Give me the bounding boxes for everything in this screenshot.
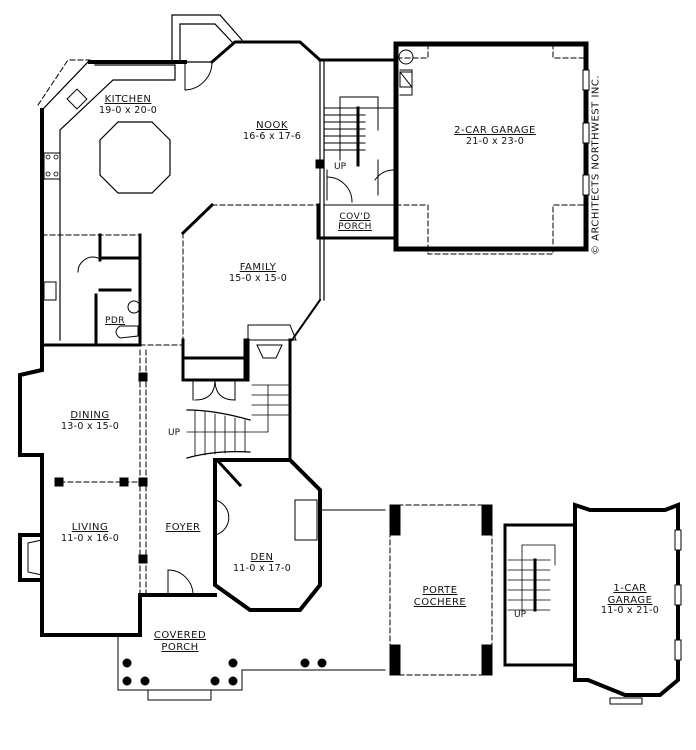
room-name-line2: COCHERE: [413, 596, 467, 608]
room-name: PORTE: [422, 585, 458, 596]
room-dimensions: 11-0 x 16-0: [60, 532, 120, 544]
room-dimensions: 19-0 x 20-0: [98, 104, 158, 116]
room-dimensions: 16-6 x 17-6: [242, 130, 302, 142]
room-name: LIVING: [71, 522, 109, 533]
room-dimensions: 11-0 x 21-0: [600, 605, 660, 616]
room-living: LIVING 11-0 x 16-0: [50, 522, 130, 544]
room-name-line2: PORCH: [161, 641, 199, 653]
room-covd-porch: COV'D PORCH: [330, 212, 380, 233]
room-den: DEN 11-0 x 17-0: [232, 552, 292, 574]
room-foyer: FOYER: [158, 522, 208, 534]
room-name: COVERED: [153, 630, 207, 641]
room-name: 2-CAR GARAGE: [454, 125, 536, 136]
room-1-car-garage: 1-CAR GARAGE 11-0 x 21-0: [590, 583, 670, 617]
stair-up-label: UP: [334, 162, 347, 172]
room-nook: NOOK 16-6 x 17-6: [232, 120, 312, 142]
room-name: COV'D: [339, 212, 371, 222]
room-name: PDR: [104, 316, 126, 326]
room-kitchen: KITCHEN 19-0 x 20-0: [88, 94, 168, 116]
room-name-line2: PORCH: [338, 222, 372, 233]
room-family: FAMILY 15-0 x 15-0: [218, 262, 298, 284]
stair-up-label: UP: [514, 610, 527, 620]
room-name-line2: GARAGE: [607, 594, 653, 606]
room-name: FOYER: [165, 522, 201, 533]
room-dimensions: 21-0 x 23-0: [465, 135, 525, 147]
room-covered-porch: COVERED PORCH: [145, 630, 215, 653]
stair-up-label: UP: [168, 428, 181, 438]
room-name: DEN: [250, 552, 274, 563]
room-dimensions: 11-0 x 17-0: [232, 562, 292, 574]
room-name: FAMILY: [239, 262, 277, 273]
room-dimensions: 15-0 x 15-0: [228, 272, 288, 284]
room-pdr: PDR: [100, 316, 130, 326]
room-porte-cochere: PORTE COCHERE: [405, 585, 475, 608]
copyright-text: © ARCHITECTS NORTHWEST INC.: [590, 74, 602, 256]
copyright-notice: © ARCHITECTS NORTHWEST INC.: [586, 70, 606, 260]
room-name: NOOK: [256, 120, 288, 131]
room-2-car-garage: 2-CAR GARAGE 21-0 x 23-0: [440, 125, 550, 147]
room-name: KITCHEN: [104, 94, 152, 105]
room-dimensions: 13-0 x 15-0: [60, 420, 120, 432]
room-name: 1-CAR: [613, 583, 647, 594]
room-dining: DINING 13-0 x 15-0: [50, 410, 130, 432]
room-name: DINING: [70, 410, 110, 421]
